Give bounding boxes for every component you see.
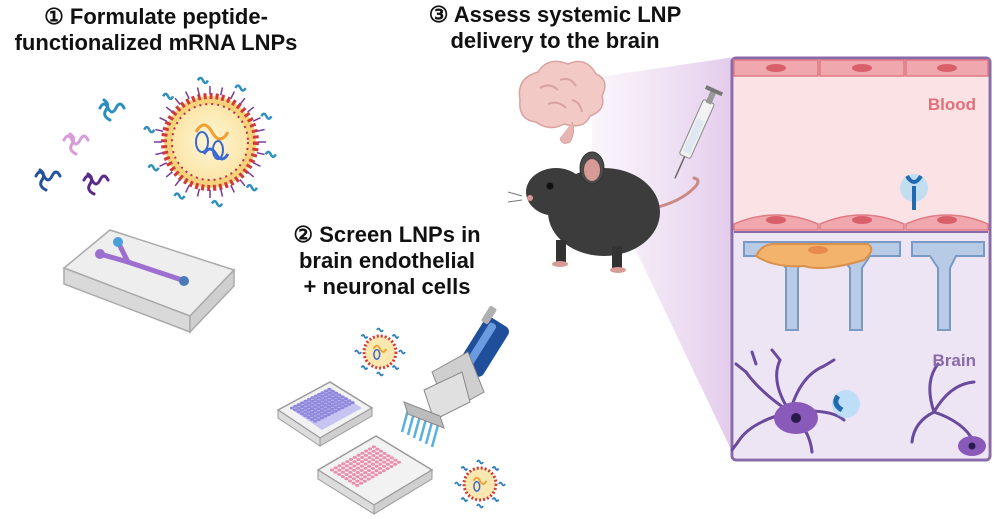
step-2-title: ② Screen LNPs in brain endothelial + neu… — [262, 222, 512, 300]
peptide-icon — [260, 112, 273, 120]
peptide-icon — [264, 150, 277, 159]
step-2-line-1: ② Screen LNPs in — [293, 222, 481, 247]
step-3-title: ③ Assess systemic LNP delivery to the br… — [400, 2, 710, 54]
step-3-line-2: delivery to the brain — [450, 28, 660, 53]
step-3-line-1: ③ Assess systemic LNP — [428, 2, 682, 27]
peptide-icon — [234, 84, 247, 92]
well-plate-wells — [329, 445, 402, 487]
blood-label: Blood — [928, 95, 976, 114]
endothelial-cell-icon — [905, 59, 989, 77]
multichannel-pipette-icon — [400, 306, 509, 448]
endothelial-cell-icon — [905, 214, 989, 231]
blood-lumen — [734, 60, 988, 228]
peptide-icon — [210, 199, 224, 208]
lnp-peptide-corona — [143, 76, 277, 208]
peptide-icon — [147, 164, 160, 172]
well-plate-wells — [289, 387, 355, 423]
lnp-icon — [354, 327, 406, 377]
peptide-icon — [196, 76, 210, 85]
endothelial-cell-icon — [733, 59, 819, 77]
brain-label: Brain — [933, 351, 976, 370]
peptide-icon — [245, 183, 259, 192]
peptide-icon — [143, 125, 156, 134]
endothelial-cell-icon — [819, 59, 905, 77]
mouse-icon — [507, 151, 700, 273]
neuron-icon — [774, 402, 986, 456]
step-1-title: ① Formulate peptide- functionalized mRNA… — [6, 4, 306, 56]
lnp-icon — [454, 459, 506, 509]
step-1-line-2: functionalized mRNA LNPs — [14, 30, 298, 55]
peptide-icon — [34, 98, 126, 196]
lnp-icon — [161, 93, 259, 191]
astrocyte-icon — [743, 241, 985, 331]
syringe-icon — [674, 85, 723, 179]
microfluidic-chip-icon — [62, 229, 236, 334]
brain-organ-icon — [518, 60, 606, 144]
peptide-icon — [161, 92, 175, 101]
zoom-beam — [592, 57, 735, 458]
step-2-line-3: + neuronal cells — [303, 274, 471, 299]
endothelial-cell-icon — [819, 214, 905, 231]
neuron-icon — [730, 348, 976, 454]
endothelial-cell-layer — [733, 59, 989, 231]
step-1-line-1: ① Formulate peptide- — [44, 4, 268, 29]
step-2-line-2: brain endothelial — [298, 248, 476, 273]
peptide-icon — [173, 192, 186, 200]
receptor-icon — [832, 174, 928, 418]
endothelial-cell-icon — [733, 214, 819, 231]
